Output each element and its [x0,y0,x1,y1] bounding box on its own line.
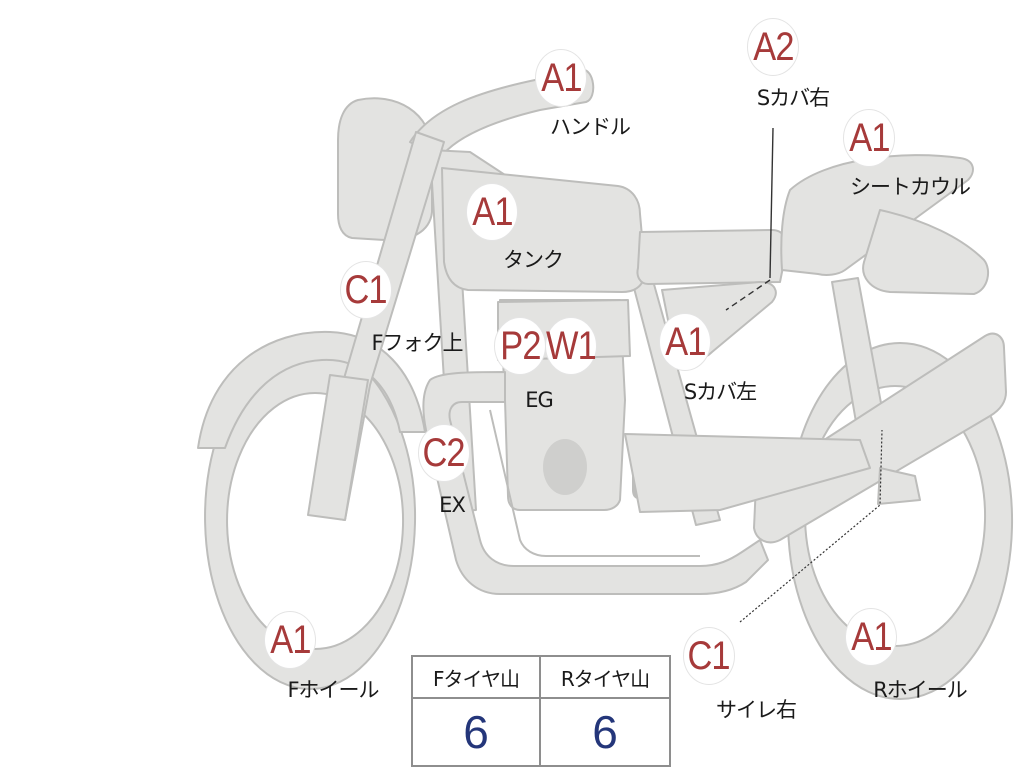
r-wheel-grade: A1 [850,615,892,659]
engine-p-grade: P2 [499,324,541,368]
fork-slider-shape [307,374,369,521]
tank-grade-marker[interactable]: A1 [467,184,517,240]
f-wheel-grade-marker[interactable]: A1 [265,612,315,668]
silencer-shape [753,332,1007,544]
handle-label: ハンドル [550,115,631,139]
silencer-right-grade: C1 [687,634,731,678]
f-fork-upper-grade-marker[interactable]: C1 [341,262,391,318]
silencer-joint-shape [877,467,921,505]
s-cover-left-label: Sカバ左 [683,380,757,404]
f-fork-upper-label: Fフォク上 [371,331,463,355]
front-tire-value: 6 [413,699,541,765]
rear-tire-header: Rタイヤ山 [541,657,669,699]
s-cover-right-grade-marker[interactable]: A2 [748,19,798,75]
s-cover-left-grade-marker[interactable]: A1 [660,314,710,370]
silencer-right-grade-marker[interactable]: C1 [684,628,734,684]
exhaust-inner-line [489,409,700,557]
seat-cowl-grade-marker[interactable]: A1 [844,110,894,166]
exhaust-pipe-shape [422,371,769,595]
silencer-right-label: サイレ右 [716,698,797,722]
engine-p-grade-marker[interactable]: P2 [495,318,545,374]
f-fork-upper-grade: C1 [344,268,388,312]
s-cover-right-leader [769,127,774,279]
front-tire-header: Fタイヤ山 [413,657,541,699]
seat-shape [636,229,788,285]
exhaust-grade: C2 [422,431,466,475]
tire-tread-table: Fタイヤ山 Rタイヤ山 6 6 [411,655,671,767]
r-wheel-grade-marker[interactable]: A1 [846,609,896,665]
silencer-right-leader-dot [739,429,883,623]
f-wheel-label: Fホイール [287,678,379,702]
handle-grade-marker[interactable]: A1 [536,50,586,106]
exhaust-grade-marker[interactable]: C2 [419,425,469,481]
swingarm-shape [624,433,871,513]
handle-grade: A1 [540,56,582,100]
s-cover-right-leader-dash [725,279,771,311]
engine-w-grade: W1 [546,324,597,368]
r-wheel-label: Rホイール [873,678,968,702]
tank-label: タンク [503,248,564,272]
rear-tire-value: 6 [592,706,618,758]
s-cover-left-grade: A1 [664,320,706,364]
tail-fin-shape [862,209,990,295]
engine-cover-shape [543,439,587,495]
engine-w-grade-marker[interactable]: W1 [546,318,597,374]
s-cover-right-grade: A2 [752,25,794,69]
seat-cowl-label: シートカウル [850,175,971,199]
exhaust-label: EX [439,493,466,517]
s-cover-right-label: Sカバ右 [756,86,830,110]
engine-label: EG [525,388,554,412]
f-wheel-grade: A1 [269,618,311,662]
tank-grade: A1 [471,190,513,234]
seat-cowl-grade: A1 [848,116,890,160]
